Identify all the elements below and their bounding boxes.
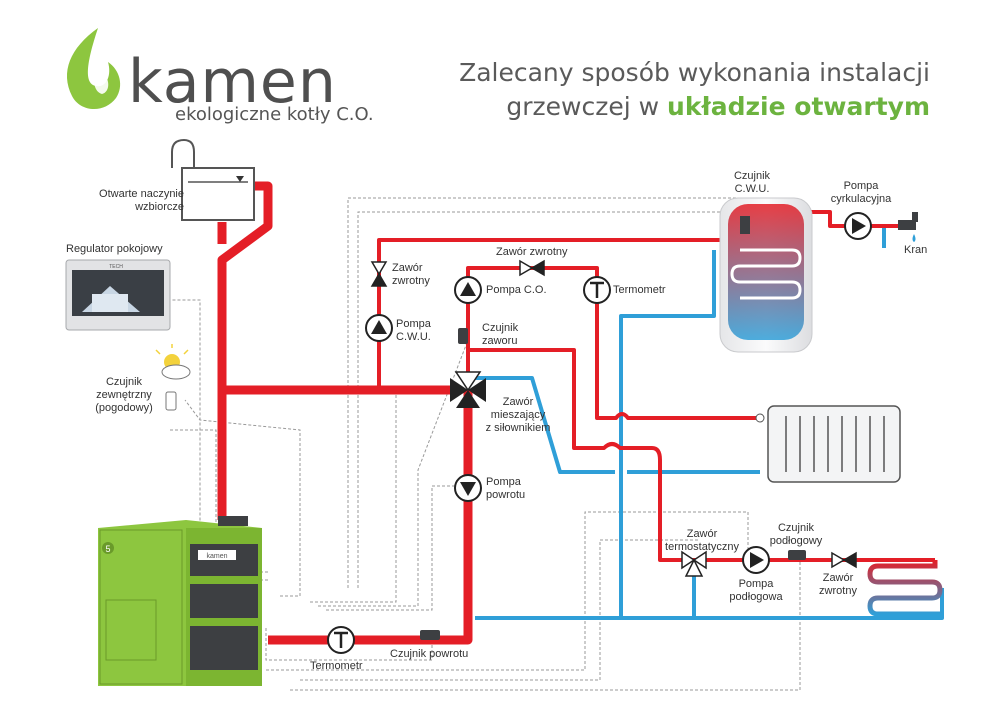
label-expansion-vessel: Otwarte naczynie wzbiorcze [64, 188, 184, 214]
label-mixing-valve: Zawór mieszający z siłownikiem [478, 396, 558, 435]
supply-pipes [377, 210, 935, 562]
label-check-valve-dhw: Zawór zwrotny [392, 262, 430, 288]
label-circulation-pump: Pompa cyrkulacyjna [826, 180, 896, 206]
label-line: podłogowy [769, 535, 823, 547]
kamen-logo-icon [67, 28, 121, 110]
label-line: C.W.U. [396, 331, 431, 343]
brand-tagline: ekologiczne kotły C.O. [175, 104, 374, 125]
thermometer-top [583, 276, 611, 304]
underfloor-heating [867, 560, 943, 617]
check-valve-floor [831, 551, 857, 569]
label-pump-co: Pompa C.O. [486, 284, 547, 296]
label-return-sensor: Czujnik powrotu [390, 648, 469, 660]
label-line: zaworu [482, 335, 518, 347]
label-line: Zawór [392, 262, 423, 274]
label-line: Czujnik [777, 522, 815, 534]
label-return-pump: Pompa powrotu [486, 476, 525, 502]
label-line: Otwarte naczynie [99, 188, 184, 200]
pump-floor [742, 546, 770, 574]
dhw-tank [719, 197, 813, 353]
label-line: Pompa [738, 578, 774, 590]
controller-brand: TECH [109, 264, 123, 270]
pump-co [454, 276, 482, 304]
expansion-vessel [171, 138, 255, 221]
label-room-controller: Regulator pokojowy [66, 243, 163, 255]
brand-name: kamen [128, 47, 337, 117]
page-title-line1: Zalecany sposób wykonania instalacji [459, 58, 930, 87]
label-check-valve-top: Zawór zwrotny [496, 246, 568, 258]
label-line: podłogowa [729, 591, 783, 603]
label-line: termostatyczny [665, 541, 739, 553]
return-pipes [475, 226, 944, 620]
label-dhw-sensor: Czujnik C.W.U. [722, 170, 782, 196]
return-sensor [420, 630, 440, 640]
boiler-brand: kamen [206, 553, 227, 560]
label-line: cyrkulacyjna [830, 193, 892, 205]
label-line: Zawór [822, 572, 854, 584]
label-line: Pompa [486, 476, 521, 488]
tap-icon [898, 212, 918, 242]
label-thermometer-bottom: Termometr [310, 660, 363, 672]
label-line: Czujnik [733, 170, 771, 182]
floor-sensor [788, 550, 806, 560]
label-line: z siłownikiem [485, 422, 551, 434]
label-line: zewnętrzny [96, 389, 152, 401]
label-floor-sensor: Czujnik podłogowy [766, 522, 826, 548]
title-prefix: grzewczej w [506, 92, 668, 121]
label-line: Pompa [843, 180, 879, 192]
label-thermometer-top: Termometr [613, 284, 666, 296]
label-floor-pump: Pompa podłogowa [724, 578, 788, 604]
mixing-valve [450, 371, 486, 408]
label-thermostatic-valve: Zawór termostatyczny [660, 528, 744, 554]
label-line: zwrotny [392, 275, 430, 287]
label-outdoor-sensor: Czujnik zewnętrzny (pogodowy) [88, 376, 160, 415]
page-title-line2: grzewczej w układzie otwartym [506, 92, 930, 121]
check-valve-dhw [370, 261, 388, 287]
label-line: mieszający [490, 409, 546, 421]
label-tap: Kran [904, 244, 928, 256]
thermostatic-valve [681, 550, 707, 577]
room-controller: TECH [65, 259, 171, 331]
label-line: (pogodowy) [95, 402, 153, 414]
label-check-valve-floor: Zawór zwrotny [812, 572, 864, 598]
radiator [755, 405, 901, 483]
check-valve-top [519, 259, 545, 277]
label-line: Czujnik [482, 322, 519, 334]
label-valve-sensor: Czujnik zaworu [482, 322, 518, 348]
label-line: Pompa [396, 318, 431, 330]
label-line: Czujnik [105, 376, 143, 388]
title-highlight: układzie otwartym [667, 92, 930, 121]
label-line: C.W.U. [734, 183, 770, 195]
pump-dhw [365, 314, 393, 342]
pump-circulation [844, 212, 872, 240]
valve-sensor [458, 328, 468, 344]
boiler-badge: 5 [105, 544, 110, 554]
label-line: powrotu [486, 489, 526, 501]
label-line: Zawór [502, 396, 534, 408]
label-line: wzbiorcze [135, 201, 184, 213]
pump-return [454, 474, 482, 502]
label-line: Zawór [686, 528, 718, 540]
label-pump-dhw: Pompa C.W.U. [396, 318, 431, 344]
label-line: zwrotny [819, 585, 857, 597]
thermometer-bottom [327, 626, 355, 654]
boiler: 5 kamen [98, 516, 262, 686]
outdoor-sensor [155, 344, 191, 411]
